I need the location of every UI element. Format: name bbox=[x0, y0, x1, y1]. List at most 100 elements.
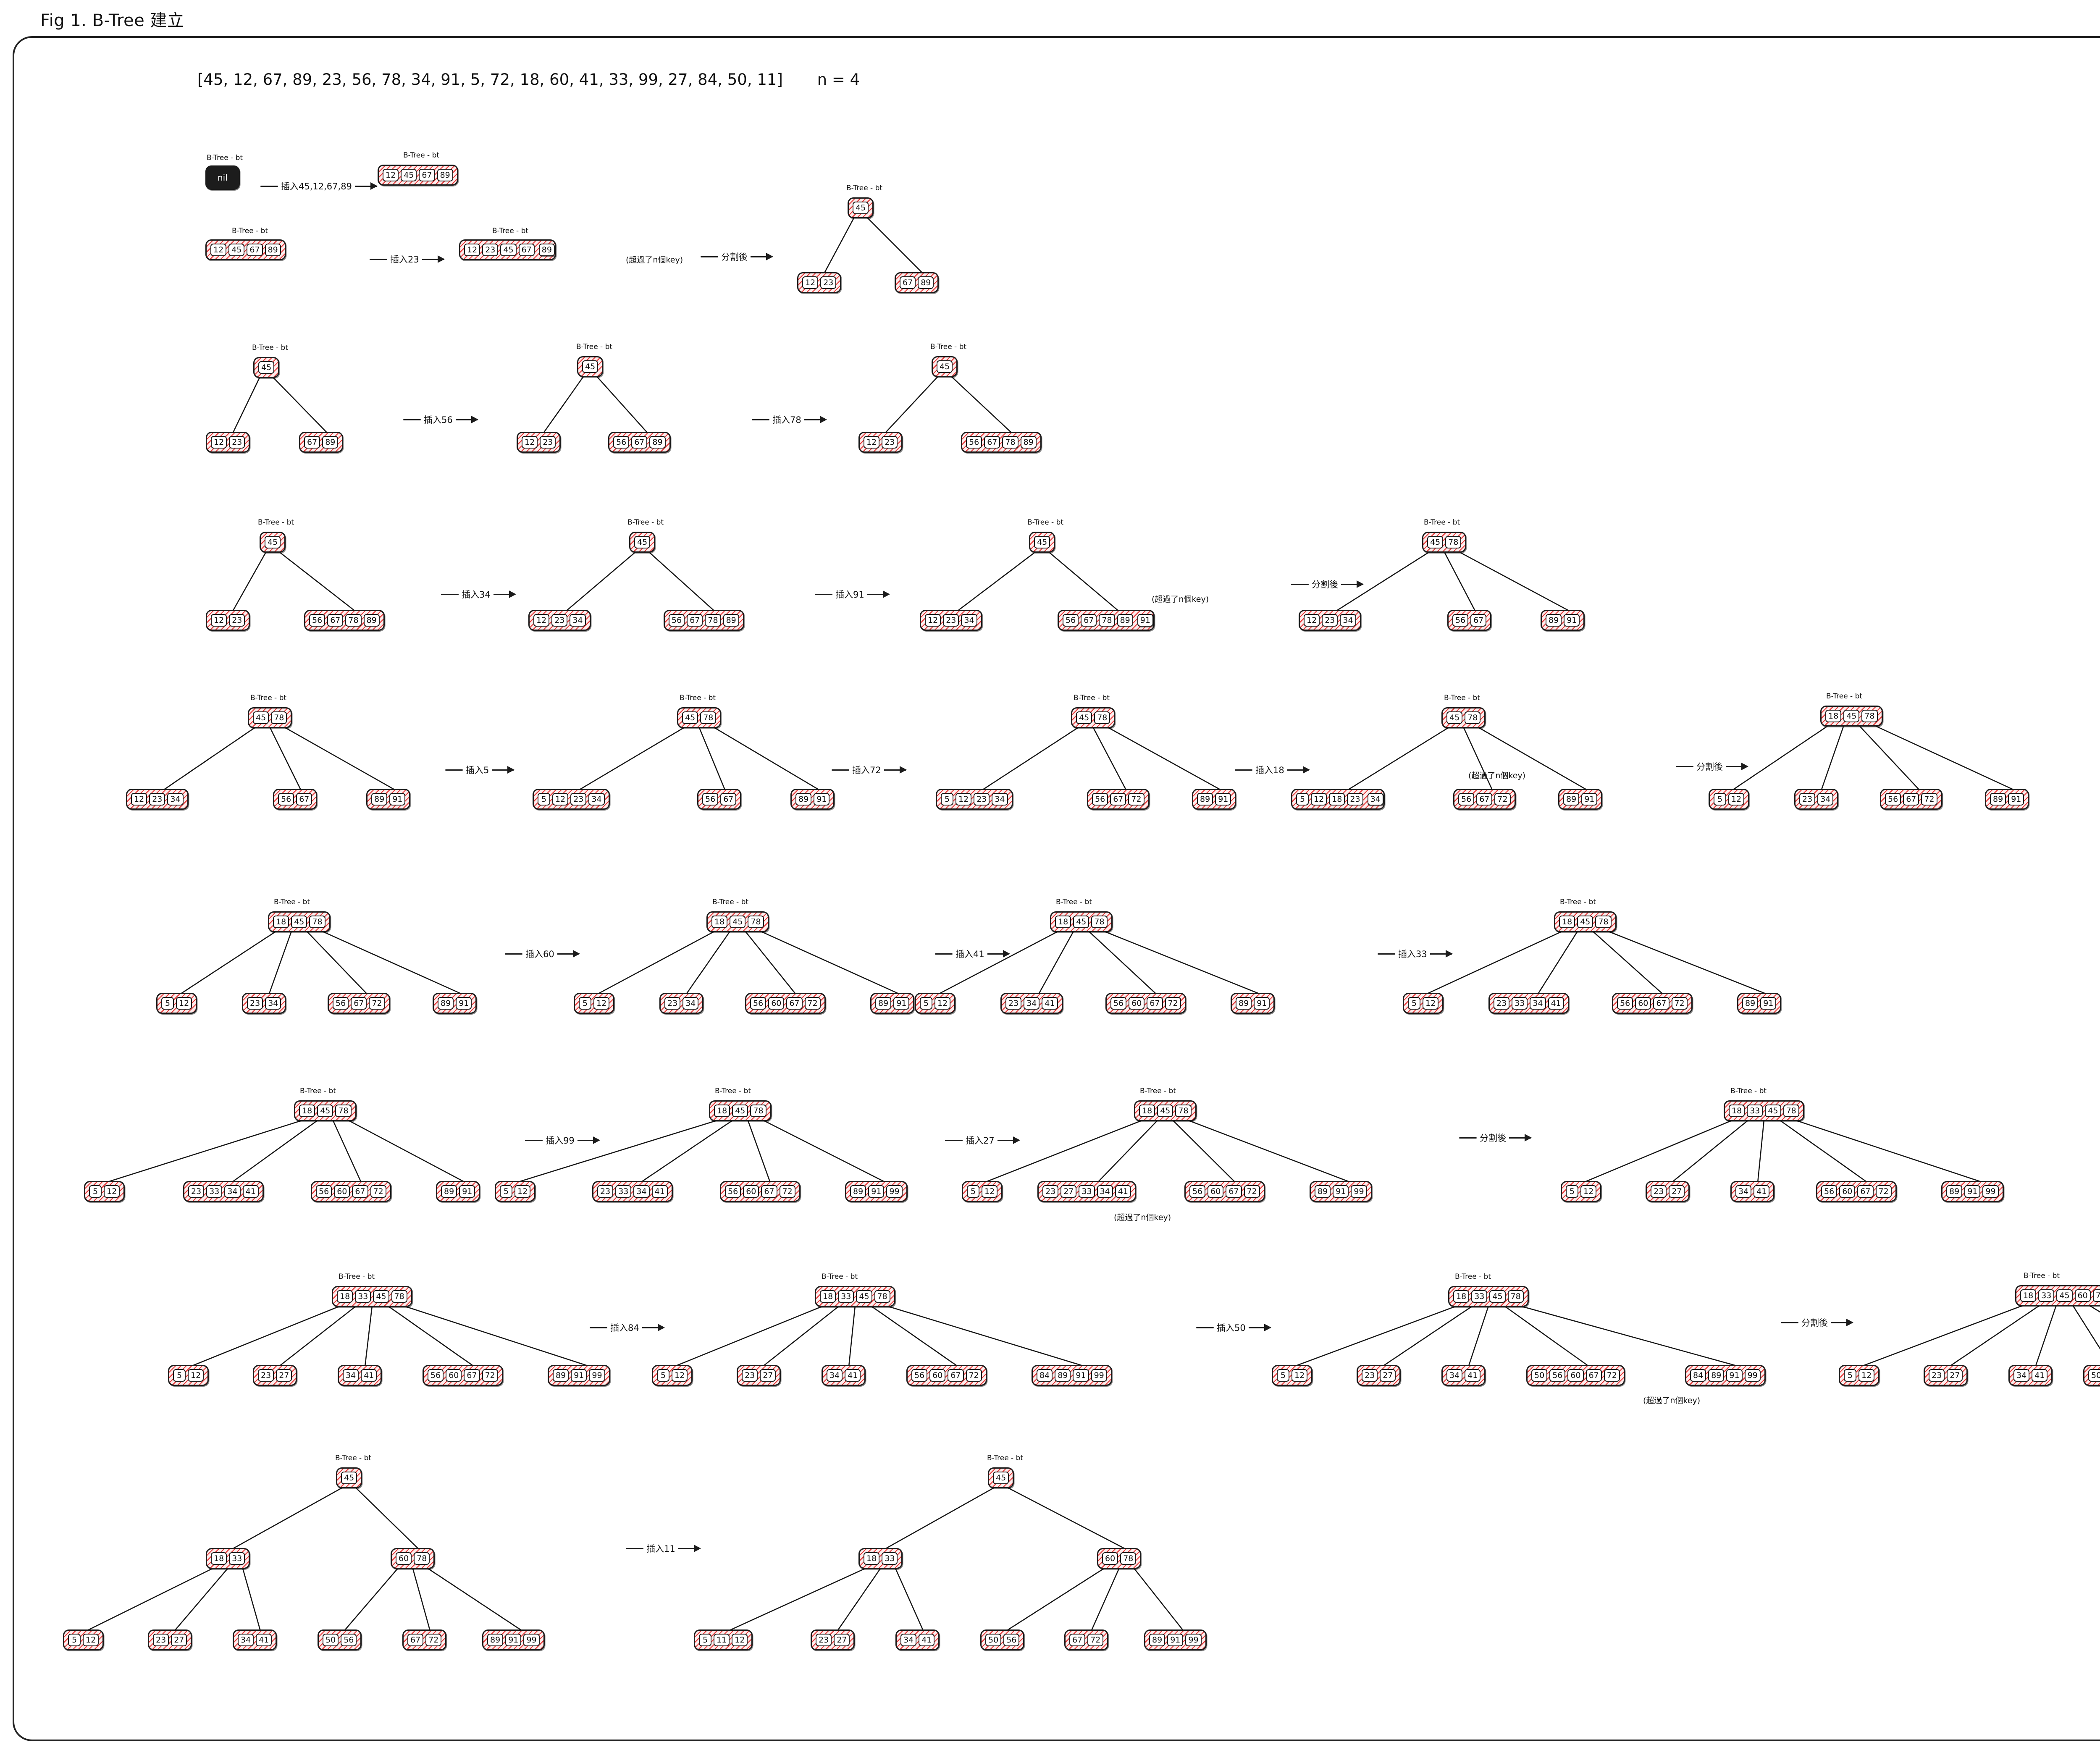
btree-nil-node[interactable]: nil bbox=[205, 165, 240, 190]
btree-node[interactable]: 45 bbox=[253, 357, 280, 378]
btree-node[interactable]: 45 bbox=[988, 1467, 1014, 1488]
btree-node[interactable]: 45 bbox=[629, 532, 656, 553]
btree-node[interactable]: 1833456078 bbox=[2015, 1285, 2100, 1306]
btree-node[interactable]: 45 bbox=[260, 532, 286, 553]
btree-node[interactable]: 45 bbox=[336, 1467, 362, 1488]
btree-node[interactable]: 45 bbox=[577, 356, 604, 377]
btree-node[interactable]: 45 bbox=[848, 197, 874, 218]
btree-node[interactable]: 45 bbox=[1029, 532, 1055, 553]
btree-node[interactable]: 45 bbox=[932, 356, 958, 377]
